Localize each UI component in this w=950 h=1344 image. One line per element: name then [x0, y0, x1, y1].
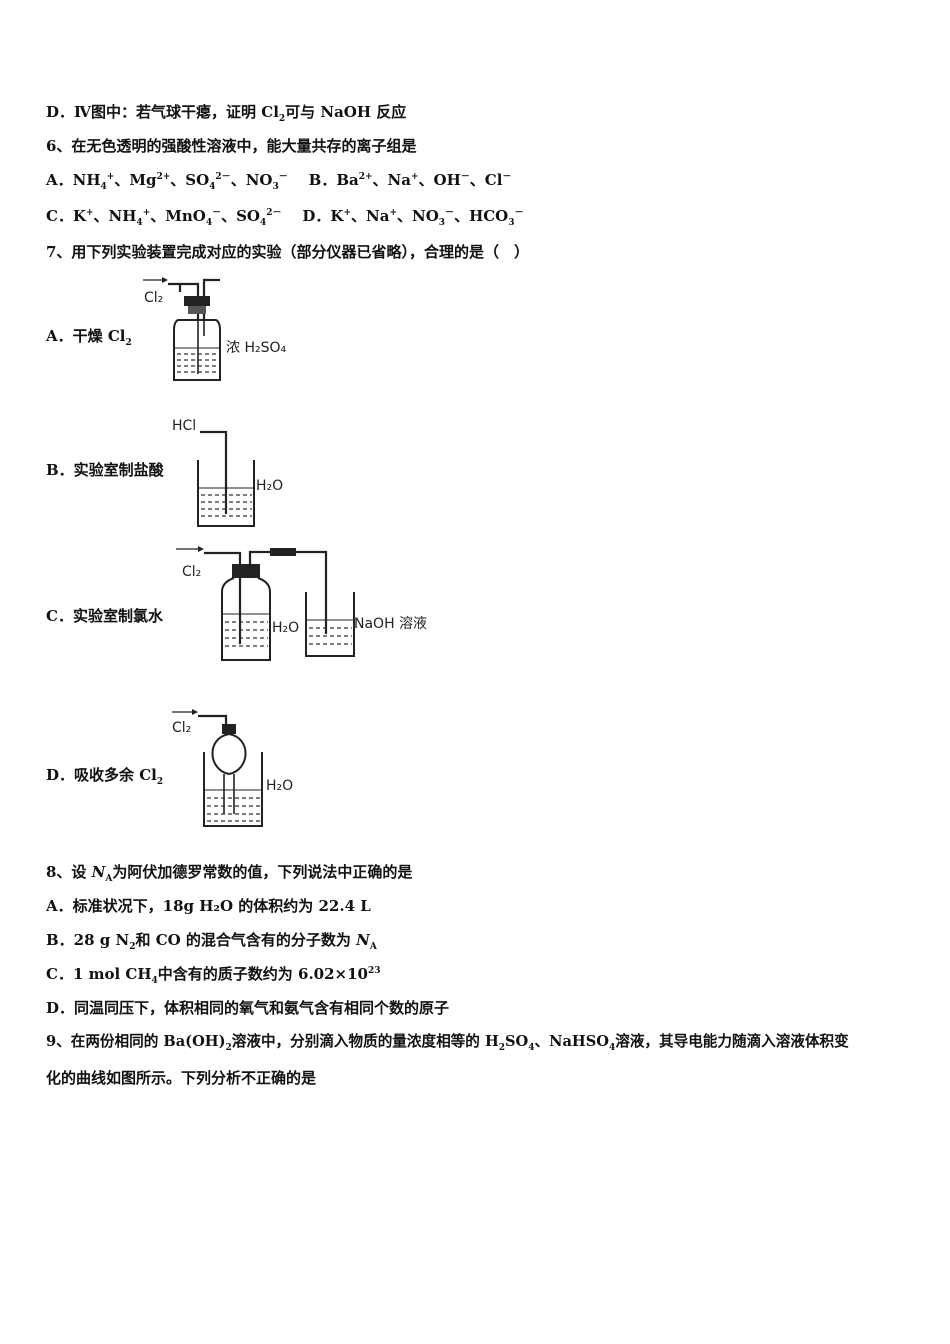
q5-option-d: D．Ⅳ图中：若气球干瘪，证明 Cl2可与 NaOH 反应	[46, 103, 407, 124]
a-liquid-label: 浓 H₂SO₄	[226, 340, 286, 356]
q8-option-a: A．标准状况下，18g H₂O 的体积约为 22.4 L	[46, 897, 371, 915]
c-liquid2-label: NaOH 溶液	[354, 616, 427, 632]
figure-chlorine-water-setup: Cl₂ H₂O NaOH 溶液	[168, 540, 438, 666]
figure-funnel-absorption: Cl₂ H₂O	[168, 704, 308, 832]
q8-option-d: D．同温同压下，体积相同的氧气和氨气含有相同个数的原子	[46, 999, 450, 1017]
figure-hcl-beaker: HCl H₂O	[168, 412, 298, 530]
q8-option-b: B．28 g N2和 CO 的混合气含有的分子数为 NA	[46, 931, 377, 952]
q9-stem-line1: 9、在两份相同的 Ba(OH)2溶液中，分别滴入物质的量浓度相等的 H2SO4、…	[46, 1033, 849, 1053]
c-liquid1-label: H₂O	[272, 620, 299, 636]
d-gas-label: Cl₂	[172, 720, 191, 736]
q7-option-a: A．干燥 Cl2	[46, 327, 132, 348]
q6-stem: 6、在无色透明的强酸性溶液中，能大量共存的离子组是	[46, 137, 417, 155]
q7-stem: 7、用下列实验装置完成对应的实验（部分仪器已省略），合理的是（ ）	[46, 243, 529, 261]
b-gas-label: HCl	[172, 418, 196, 434]
figure-drying-bottle: Cl₂ 浓 H₂SO₄	[140, 272, 300, 387]
q7-option-c: C．实验室制氯水	[46, 607, 163, 625]
q7-option-d: D．吸收多余 Cl2	[46, 766, 164, 787]
d-liquid-label: H₂O	[266, 778, 293, 794]
b-liquid-label: H₂O	[256, 478, 283, 494]
q7-option-b: B．实验室制盐酸	[46, 461, 164, 479]
q9-stem-line2: 化的曲线如图所示。下列分析不正确的是	[46, 1069, 317, 1087]
q8-option-c: C．1 mol CH4中含有的质子数约为 6.02×1023	[46, 965, 381, 986]
q6-options-ab: A．NH4+、Mg2+、SO42－、NO3－ B．Ba2+、Na+、OH－、Cl…	[46, 171, 512, 192]
a-gas-label: Cl₂	[144, 290, 163, 306]
q6-options-cd: C．K+、NH4+、MnO4－、SO42－ D．K+、Na+、NO3－、HCO3…	[46, 207, 524, 228]
c-gas-label: Cl₂	[182, 564, 201, 580]
q8-stem: 8、设 NA为阿伏加德罗常数的值，下列说法中正确的是	[46, 863, 413, 884]
